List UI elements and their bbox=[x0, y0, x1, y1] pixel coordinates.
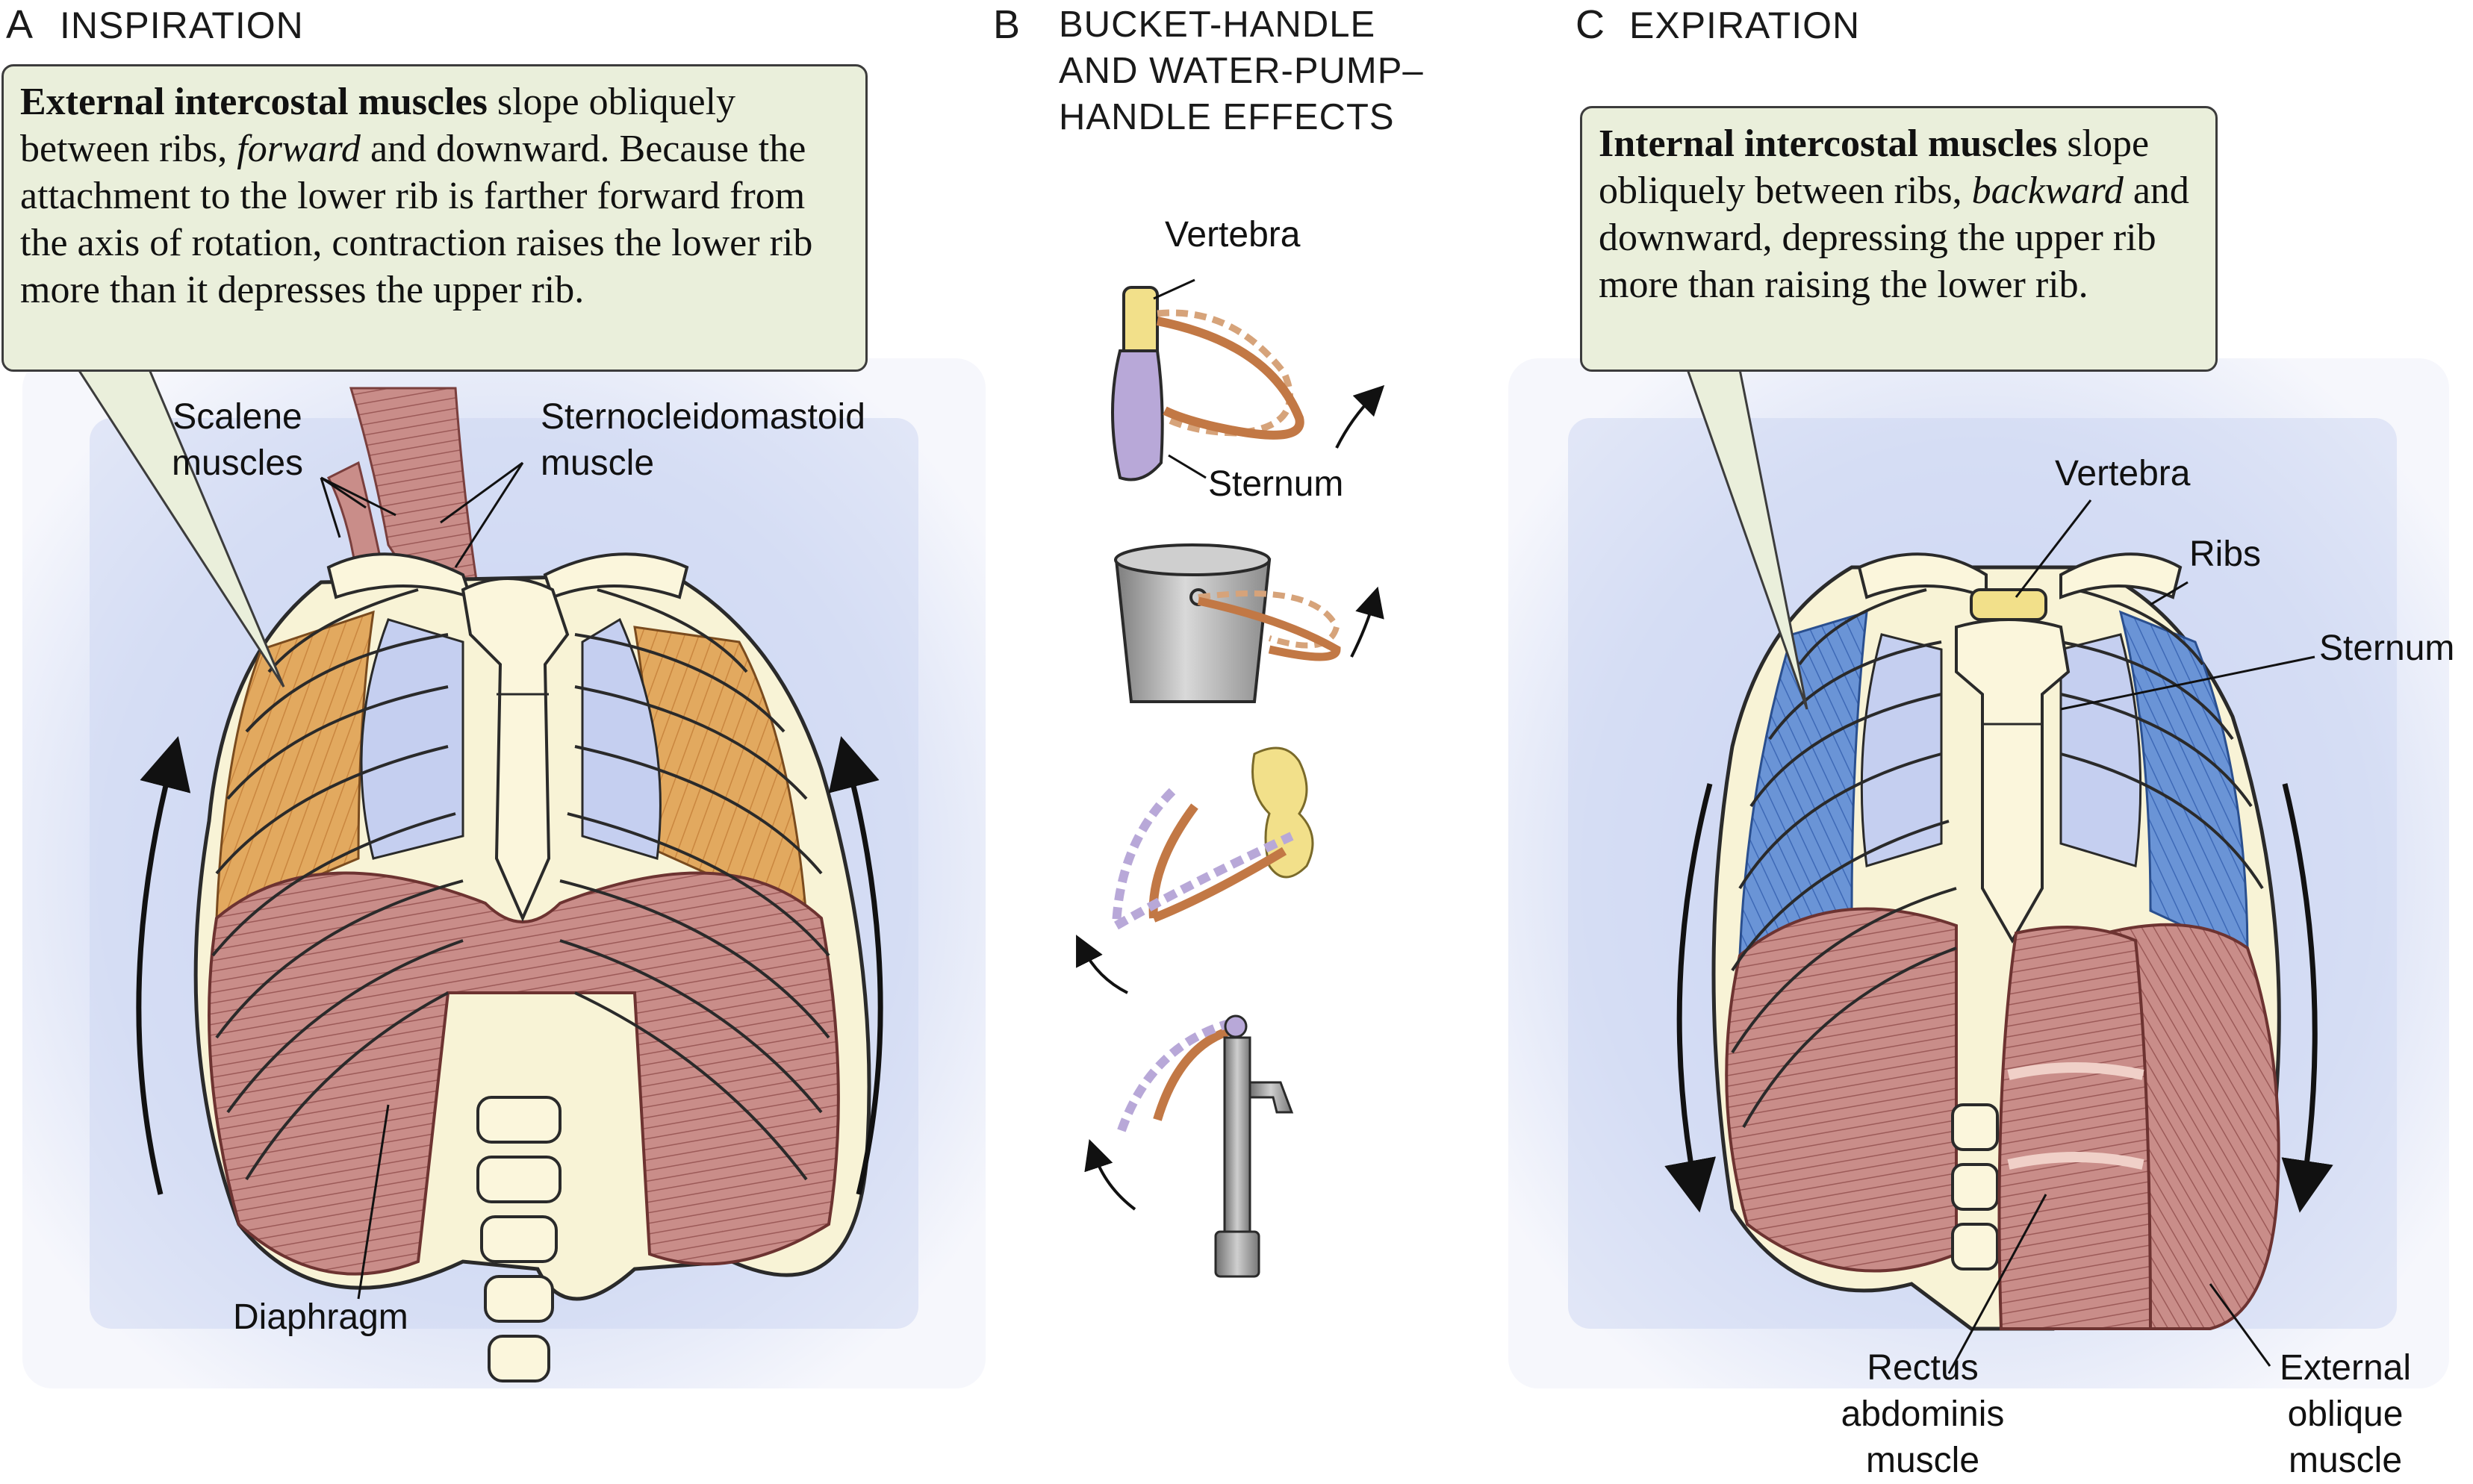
clavicle-right-a bbox=[543, 552, 689, 599]
label-scm-1: Sternocleidomastoid bbox=[541, 397, 865, 437]
label-sternum-b: Sternum bbox=[1208, 464, 1344, 504]
caption-a-italic: forward bbox=[237, 128, 361, 170]
label-external-oblique: External oblique muscle bbox=[2259, 1345, 2431, 1484]
panel-b-title-1: BUCKET-HANDLE bbox=[1059, 4, 1376, 45]
caption-c-italic: backward bbox=[1971, 169, 2124, 212]
panel-a-illustration bbox=[22, 358, 986, 1388]
sternum-a bbox=[461, 577, 570, 922]
label-scalene-1: Scalene bbox=[172, 397, 302, 437]
panel-c-caption: Internal intercostal muscles slope obliq… bbox=[1580, 106, 2218, 372]
spine-c bbox=[1951, 1103, 1999, 1271]
rectus-abdominis-muscle bbox=[1997, 926, 2153, 1330]
sternum-c bbox=[1955, 618, 2071, 944]
water-pump bbox=[1223, 1036, 1251, 1233]
caption-a-post: and downward. Because the attachment to … bbox=[20, 128, 813, 311]
label-oblique-3: muscle bbox=[2288, 1441, 2403, 1480]
panel-c-letter: C bbox=[1575, 2, 1605, 47]
panel-b-illustration bbox=[1076, 278, 1385, 1278]
inspiration-arrow-left bbox=[136, 736, 191, 1195]
label-vertebra-b: Vertebra bbox=[1165, 215, 1301, 255]
caption-c-post: and downward, depressing the upper rib m… bbox=[1599, 169, 2189, 306]
ribs-left-c bbox=[1731, 588, 1957, 1128]
panel-b-letter-wrap: B bbox=[993, 1, 1047, 49]
panel-b-title-3: HANDLE EFFECTS bbox=[1059, 97, 1395, 137]
label-rectus-2: abdominis bbox=[1841, 1394, 2005, 1434]
label-ribs-c: Ribs bbox=[2189, 534, 2262, 574]
label-sternocleidomastoid: Sternocleidomastoid muscle bbox=[541, 394, 865, 487]
panel-a-heading: INSPIRATION bbox=[60, 4, 304, 46]
label-diaphragm: Diaphragm bbox=[233, 1297, 408, 1337]
panel-b-title: BUCKET-HANDLE AND WATER-PUMP– HANDLE EFF… bbox=[1059, 1, 1424, 140]
bucket bbox=[1114, 558, 1272, 703]
caption-a-pre: slope obliquely between ribs, bbox=[20, 81, 736, 170]
label-sternum-c: Sternum bbox=[2319, 629, 2455, 668]
panel-a-caption: External intercostal muscles slope obliq… bbox=[1, 64, 868, 372]
panel-b-title-2: AND WATER-PUMP– bbox=[1059, 51, 1424, 91]
ribs-right-a bbox=[559, 588, 830, 1181]
panel-c-title: C EXPIRATION bbox=[1575, 1, 1860, 49]
label-scalene-2: muscles bbox=[171, 443, 304, 483]
panel-a-title: A INSPIRATION bbox=[6, 1, 304, 49]
panel-c-illustration bbox=[1508, 358, 2449, 1388]
panel-c-heading: EXPIRATION bbox=[1629, 4, 1861, 46]
label-rectus-1: Rectus bbox=[1867, 1348, 1979, 1388]
spine-a bbox=[476, 1096, 562, 1382]
caption-c-pre: slope obliquely between ribs, bbox=[1599, 122, 2150, 212]
expiration-arrow-right bbox=[2281, 783, 2333, 1213]
ribs-left-a bbox=[211, 588, 464, 1181]
label-rectus-abdominis: Rectus abdominis muscle bbox=[1814, 1345, 2031, 1484]
caption-a-bold: External intercostal muscles bbox=[20, 81, 488, 123]
label-oblique-2: oblique bbox=[2287, 1394, 2404, 1434]
label-oblique-1: External bbox=[2279, 1348, 2412, 1388]
caption-c-bold: Internal intercostal muscles bbox=[1599, 122, 2058, 165]
panel-b-letter: B bbox=[993, 2, 1021, 47]
diaphragm-muscle bbox=[208, 871, 840, 1276]
expiration-arrow-left bbox=[1664, 783, 1717, 1213]
inspiration-arrow-right bbox=[828, 736, 883, 1195]
vertebra-c bbox=[1970, 588, 2047, 621]
vertebra-b2 bbox=[1251, 746, 1314, 879]
panel-a-letter: A bbox=[6, 2, 34, 47]
label-scalene: Scalene muscles bbox=[163, 394, 312, 487]
label-scm-2: muscle bbox=[541, 443, 655, 483]
label-vertebra-c: Vertebra bbox=[2055, 454, 2191, 493]
label-rectus-3: muscle bbox=[1865, 1441, 1980, 1480]
